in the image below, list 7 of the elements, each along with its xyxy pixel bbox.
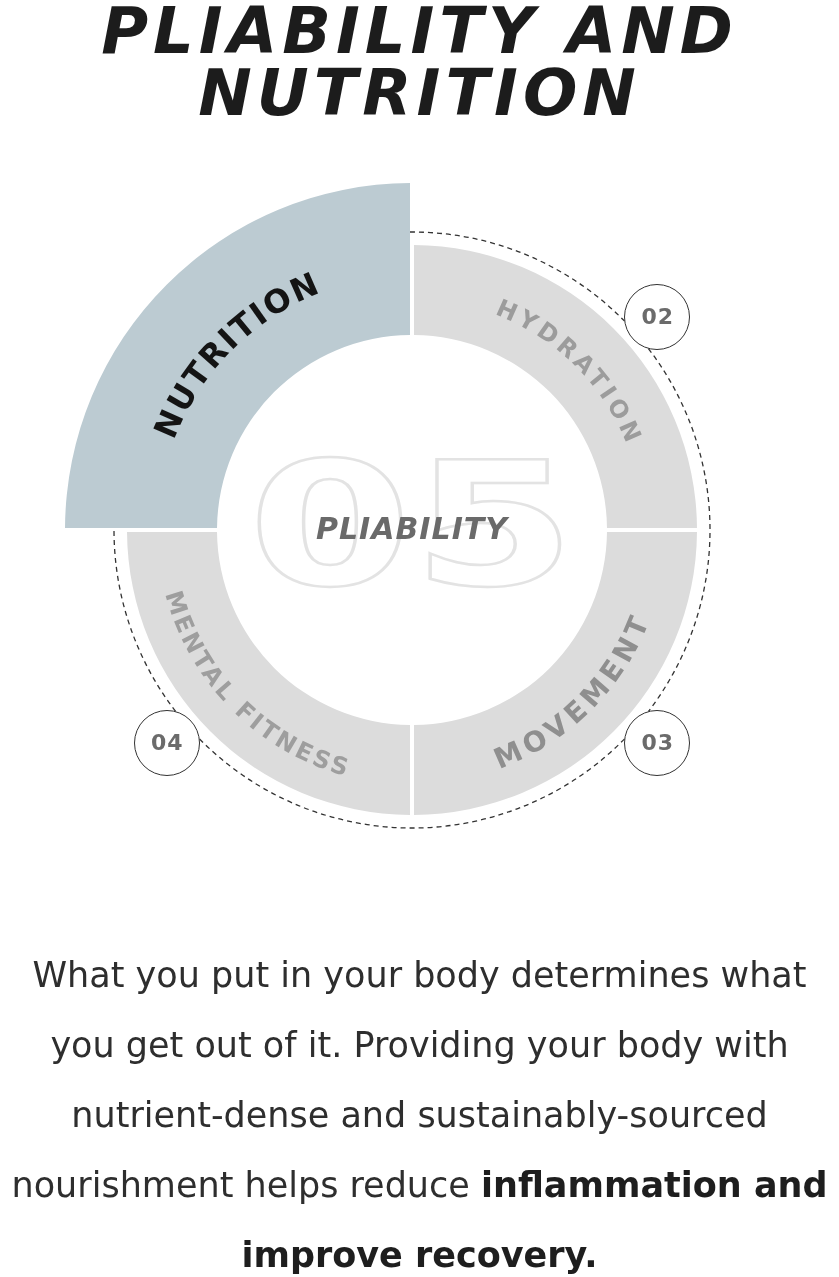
title-heading: PLIABILITY AND NUTRITION	[100, 0, 739, 124]
dashed-arc	[198, 738, 626, 829]
step-number: 04	[133, 710, 200, 777]
dashed-arc	[409, 231, 626, 322]
step-number: 02	[624, 283, 691, 350]
caption-paragraph: What you put in your body determines what you get out of it. Providing your body with nutrient-dense and sustainably-sourced nourishment helps reduce inflammation and improve recovery.	[10, 954, 829, 1277]
dashed-arc	[647, 347, 711, 713]
